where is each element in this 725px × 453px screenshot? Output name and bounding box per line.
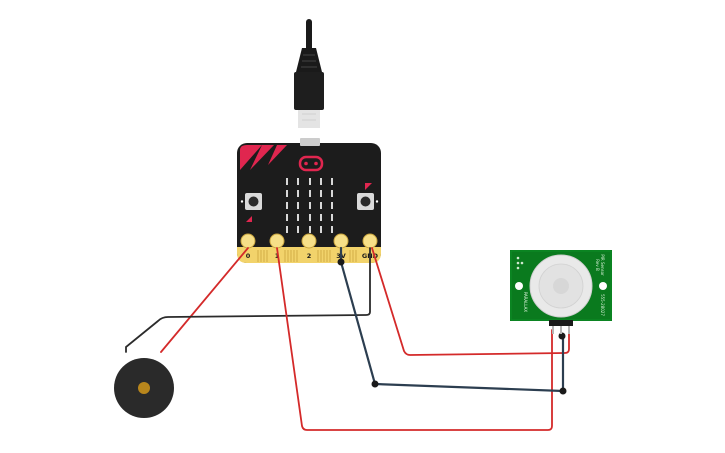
microbit-board[interactable]: 0 1 2 3V GND (237, 138, 381, 263)
pir-label-right-2: Rev B (595, 259, 600, 271)
button-a[interactable] (240, 193, 262, 210)
pir-label-right-1: PIR Sensor (600, 254, 605, 276)
wire-gnd-buzzer[interactable] (125, 247, 371, 353)
pad-2 (301, 233, 317, 249)
pin-label-0: 0 (246, 252, 251, 260)
button-b[interactable] (357, 193, 379, 210)
pad-3v (333, 233, 349, 249)
piezo-buzzer-icon[interactable] (114, 358, 174, 418)
wire-pin0-buzzer[interactable] (160, 247, 249, 353)
wire-pin1-pir[interactable] (276, 247, 553, 431)
pir-sensor[interactable]: PARALLAX PIR Sensor Rev B 555-28027 (510, 250, 612, 334)
usb-cable-icon[interactable] (294, 19, 324, 128)
pir-label-left: PARALLAX (523, 292, 528, 313)
pad-1 (269, 233, 285, 249)
pin-label-2: 2 (307, 252, 312, 260)
pad-gnd (362, 233, 378, 249)
pir-label-right-3: 555-28027 (600, 294, 605, 316)
pad-0 (240, 233, 256, 249)
wire-3v-pir[interactable] (371, 247, 570, 356)
